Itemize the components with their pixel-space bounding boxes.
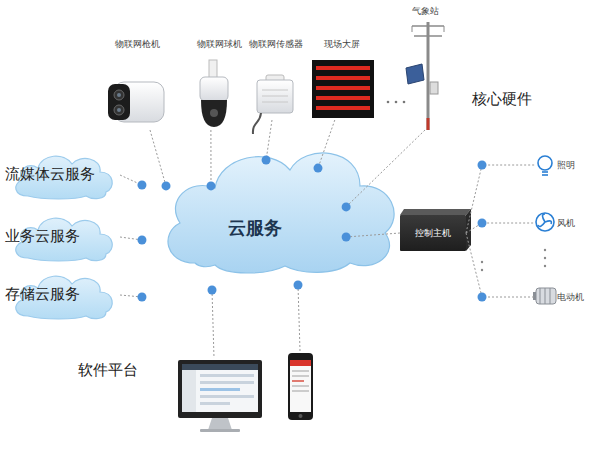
junction-dot [162,181,171,190]
sensor-box [253,75,293,134]
device-label: 电动机 [557,291,584,304]
junction-dot [478,293,487,302]
bullet-camera [108,82,164,122]
device-label: 物联网枪机 [90,38,185,51]
cloud-shape: 云服务 [135,128,425,303]
actuator-node: 电动机 [535,284,589,310]
dotted-connector [466,223,535,233]
device-node: 气象站 [395,5,455,130]
junction-dot [478,219,487,228]
device-label: 风机 [557,217,575,230]
host-side-face [466,209,471,251]
cloud-path [168,153,394,273]
led-screen [312,60,374,118]
dotted-connector [266,120,272,160]
junction-dot [478,161,487,170]
desktop-monitor [178,360,262,432]
section-label: 核心硬件 [472,90,532,109]
device-node: 物联网球机 [188,38,250,130]
cloud-outline [135,128,425,303]
dotted-connector [120,175,142,185]
cloud-label: 业务云服务 [5,227,80,246]
device-node: 现场大屏 [306,38,378,120]
actuator-node: 风机 [535,210,589,236]
platform-leader [208,281,303,359]
actuator-node: 照明 [535,152,589,178]
host-box: 控制主机 [400,215,466,251]
dotted-connector [120,295,142,297]
cloud-label: 流媒体云服务 [5,165,95,184]
motor-icon [533,288,556,304]
weather-station [406,22,444,130]
device-label: 物联网球机 [178,38,260,51]
device-label: 现场大屏 [296,38,388,51]
cloud-service: 流媒体云服务 [2,150,120,200]
junction-dot [137,181,146,190]
cloud-label: 存储云服务 [5,285,80,304]
dotted-connector [150,130,166,186]
cloud-service: 存储云服务 [2,270,120,320]
dotted-connector [120,237,142,240]
ellipsis-dots [387,101,406,104]
fan-icon [536,213,554,231]
section-label: 软件平台 [78,361,138,380]
device-node: 物联网枪机 [100,38,175,130]
vertical-dots [481,249,546,271]
junction-dot [137,293,146,302]
cloud-title: 云服务 [135,216,375,240]
dotted-connector [210,130,211,186]
dotted-connector [466,165,535,233]
device-label: 照明 [557,159,575,172]
dotted-connector [466,233,535,297]
dome-camera [200,60,228,127]
cloud-service: 业务云服务 [2,212,120,262]
bulb-icon [538,156,552,175]
junction-dot [137,236,146,245]
device-label: 气象站 [385,5,465,18]
host-label: 控制主机 [400,227,466,240]
device-label: 物联网传感器 [235,38,317,51]
mobile-phone [288,353,313,420]
device-node: 物联网传感器 [245,38,307,120]
